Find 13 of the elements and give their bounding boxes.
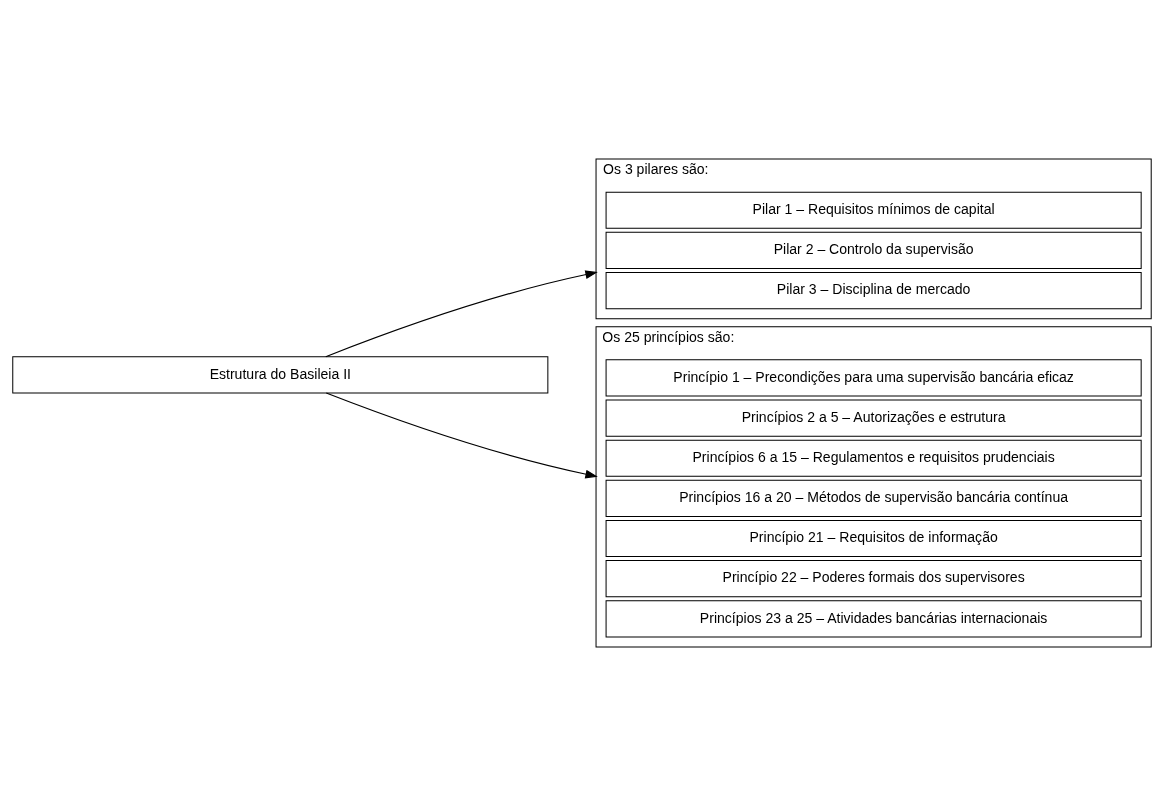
- node-box: Pilar 2 – Controlo da supervisão: [605, 231, 1142, 269]
- node-box: Princípios 16 a 20 – Métodos de supervisão bancária contínua: [605, 479, 1142, 517]
- node-box: Princípios 2 a 5 – Autorizações e estrutura: [605, 399, 1142, 437]
- node-box: Princípio 1 – Precondições para uma supervisão bancária eficaz: [605, 358, 1142, 396]
- node-box: Princípio 22 – Poderes formais dos supervisores: [605, 559, 1142, 597]
- node-box: Princípios 23 a 25 – Atividades bancárias internacionais: [605, 599, 1142, 637]
- node-box: Princípios 6 a 15 – Regulamentos e requisitos prudenciais: [605, 439, 1142, 477]
- arrow: [325, 391, 598, 478]
- node-box: Estrutura do Basileia II: [12, 355, 549, 393]
- node-box: Princípio 21 – Requisitos de informação: [605, 519, 1142, 557]
- node-box: Pilar 3 – Disciplina de mercado: [605, 271, 1142, 309]
- node-box: Pilar 1 – Requisitos mínimos de capital: [605, 191, 1142, 229]
- arrow: [325, 269, 598, 357]
